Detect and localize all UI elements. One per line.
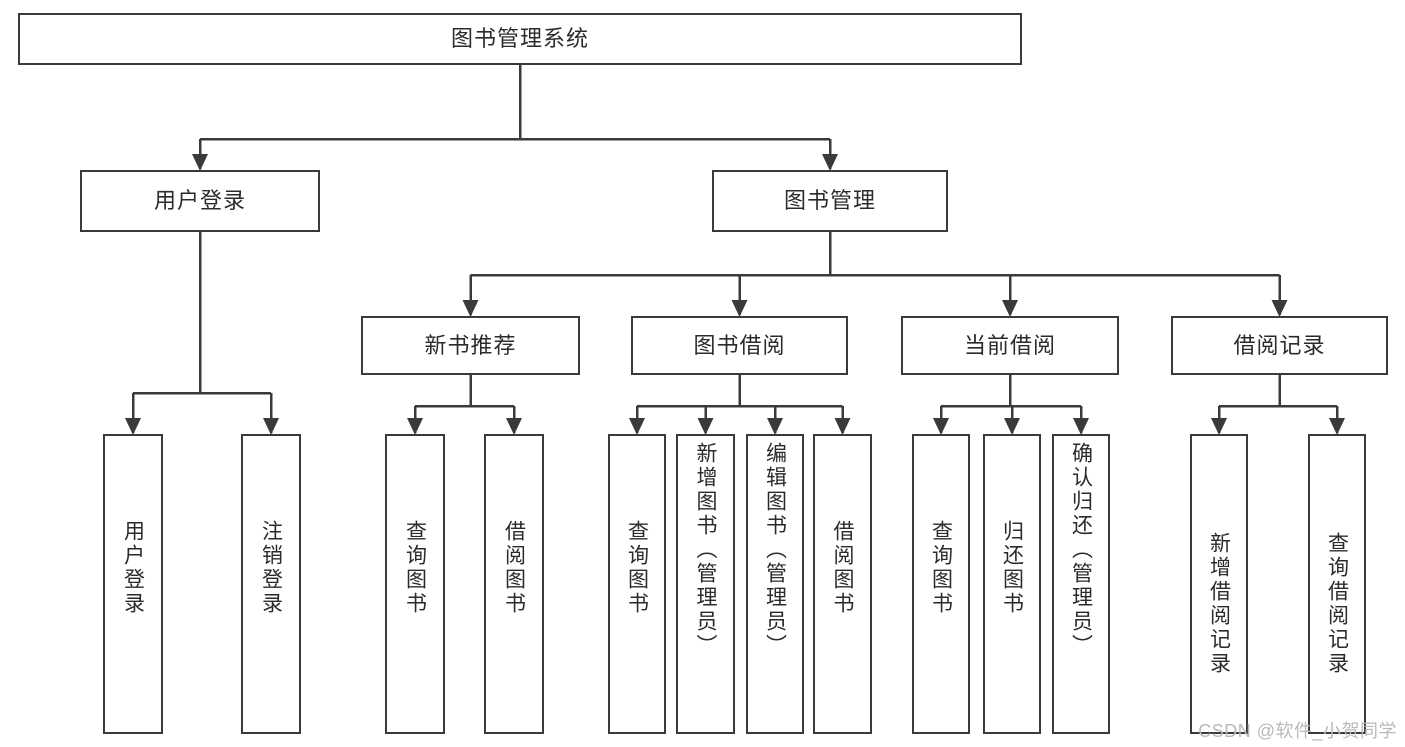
node-label: 借阅图书 xyxy=(502,520,526,616)
node-leaf-query-books-current[interactable]: 查询图书 xyxy=(912,434,970,734)
node-label: 确认归还（管理员） xyxy=(1069,442,1093,658)
node-borrow-records[interactable]: 借阅记录 xyxy=(1171,316,1388,375)
node-leaf-query-books-recommend[interactable]: 查询图书 xyxy=(385,434,445,734)
node-label: 查询图书 xyxy=(929,520,953,616)
node-root[interactable]: 图书管理系统 xyxy=(18,13,1022,65)
node-label: 用户登录 xyxy=(121,520,145,616)
node-label: 新增借阅记录 xyxy=(1207,532,1231,676)
node-label: 用户登录 xyxy=(153,188,246,214)
node-label: 图书借阅 xyxy=(693,332,786,358)
node-leaf-query-books[interactable]: 查询图书 xyxy=(608,434,666,734)
node-label: 归还图书 xyxy=(1000,520,1024,616)
node-label: 图书管理 xyxy=(783,188,876,214)
node-label: 图书管理系统 xyxy=(450,26,589,52)
node-leaf-borrow-books[interactable]: 借阅图书 xyxy=(813,434,872,734)
node-label: 查询借阅记录 xyxy=(1325,532,1349,676)
node-leaf-borrow-books-recommend[interactable]: 借阅图书 xyxy=(484,434,544,734)
node-label: 借阅图书 xyxy=(831,520,854,616)
node-label: 查询图书 xyxy=(625,520,649,616)
node-new-book-recommend[interactable]: 新书推荐 xyxy=(361,316,580,375)
node-label: 注销登录 xyxy=(259,520,283,616)
node-label: 查询图书 xyxy=(403,520,427,616)
node-label: 借阅记录 xyxy=(1233,332,1326,358)
node-leaf-confirm-return-admin[interactable]: 确认归还（管理员） xyxy=(1052,434,1110,734)
watermark-text: CSDN @软件_小贺同学 xyxy=(1198,721,1397,741)
node-label: 新增图书（管理员） xyxy=(694,442,717,658)
node-label: 新书推荐 xyxy=(424,332,517,358)
node-book-management[interactable]: 图书管理 xyxy=(712,170,948,232)
node-leaf-user-login[interactable]: 用户登录 xyxy=(103,434,163,734)
node-user-login[interactable]: 用户登录 xyxy=(80,170,320,232)
node-label: 编辑图书（管理员） xyxy=(763,442,787,658)
node-leaf-edit-book-admin[interactable]: 编辑图书（管理员） xyxy=(746,434,804,734)
node-leaf-logout[interactable]: 注销登录 xyxy=(241,434,301,734)
node-label: 当前借阅 xyxy=(963,332,1056,358)
node-leaf-return-books[interactable]: 归还图书 xyxy=(983,434,1041,734)
node-book-borrow[interactable]: 图书借阅 xyxy=(631,316,848,375)
node-leaf-add-borrow-record[interactable]: 新增借阅记录 xyxy=(1190,434,1248,734)
node-leaf-query-borrow-record[interactable]: 查询借阅记录 xyxy=(1308,434,1366,734)
node-leaf-add-book-admin[interactable]: 新增图书（管理员） xyxy=(676,434,735,734)
node-current-borrow[interactable]: 当前借阅 xyxy=(901,316,1119,375)
